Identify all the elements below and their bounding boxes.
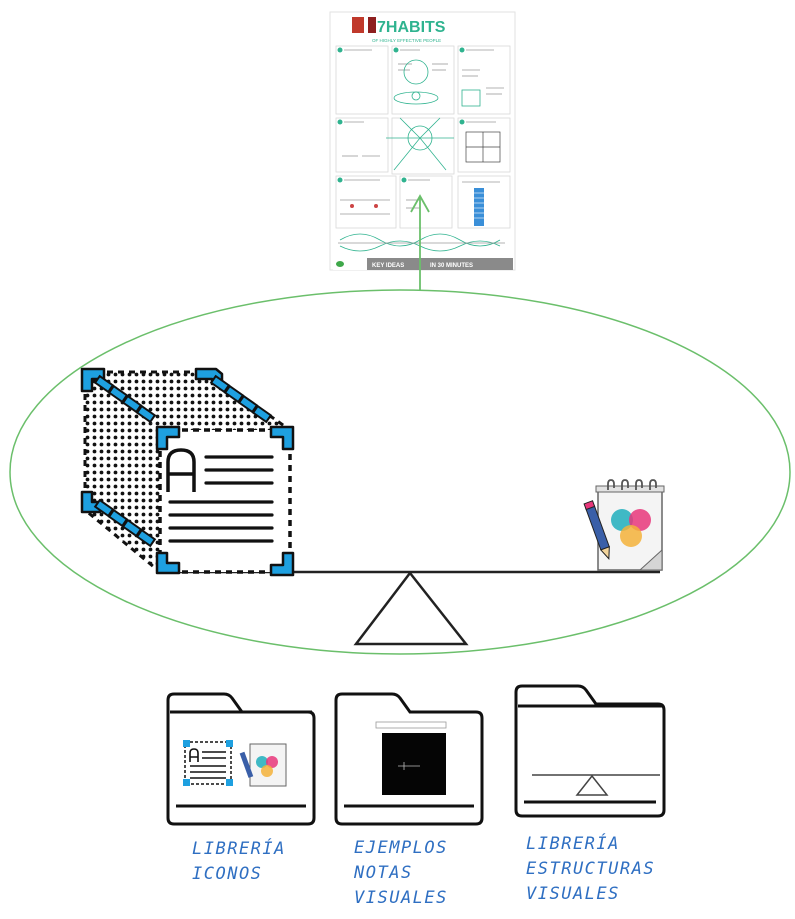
- balance-scale: [160, 570, 660, 646]
- poster-subtitle: OF HIGHLY EFFECTIVE PEOPLE: [372, 38, 441, 43]
- arrow-up: [410, 194, 430, 290]
- folder-label-visual-structures: LIBRERÍA ESTRUCTURAS VISUALES: [526, 832, 655, 907]
- mini-text-library-icon: [183, 740, 233, 786]
- folder-label-line: ESTRUCTURAS: [526, 859, 656, 879]
- folder-label-line: EJEMPLOS: [354, 838, 448, 858]
- folder-label-line: LIBRERÍA: [192, 839, 286, 859]
- folder-label-line: VISUALES: [354, 888, 448, 908]
- poster-title: 7HABITS: [377, 19, 446, 36]
- poster-footer-left: KEY IDEAS: [372, 263, 404, 269]
- folder-label-line: ICONOS: [192, 864, 263, 884]
- visual-notes-notepad-icon: [583, 479, 665, 571]
- folder-label-visual-notes: EJEMPLOS NOTAS VISUALES: [354, 836, 448, 911]
- text-library-cube-icon: [80, 367, 295, 577]
- folder-label-line: LIBRERÍA: [526, 834, 620, 854]
- folder-label-line: VISUALES: [526, 884, 620, 904]
- infographic-poster: 7HABITS OF HIGHLY EFFECTIVE PEOPLE: [329, 11, 516, 271]
- poster-footer-right: IN 30 MINUTES: [430, 263, 473, 269]
- folder-label-line: NOTAS: [354, 863, 413, 883]
- mini-visual-notes-icon: [239, 743, 287, 787]
- folder-visual-notes-examples[interactable]: [334, 692, 484, 826]
- folder-visual-structures-library[interactable]: [514, 684, 666, 818]
- folder-label-icon-library: LIBRERÍA ICONOS: [192, 837, 286, 887]
- folder-icon-library[interactable]: [166, 692, 316, 826]
- scope-ellipse: [9, 289, 791, 655]
